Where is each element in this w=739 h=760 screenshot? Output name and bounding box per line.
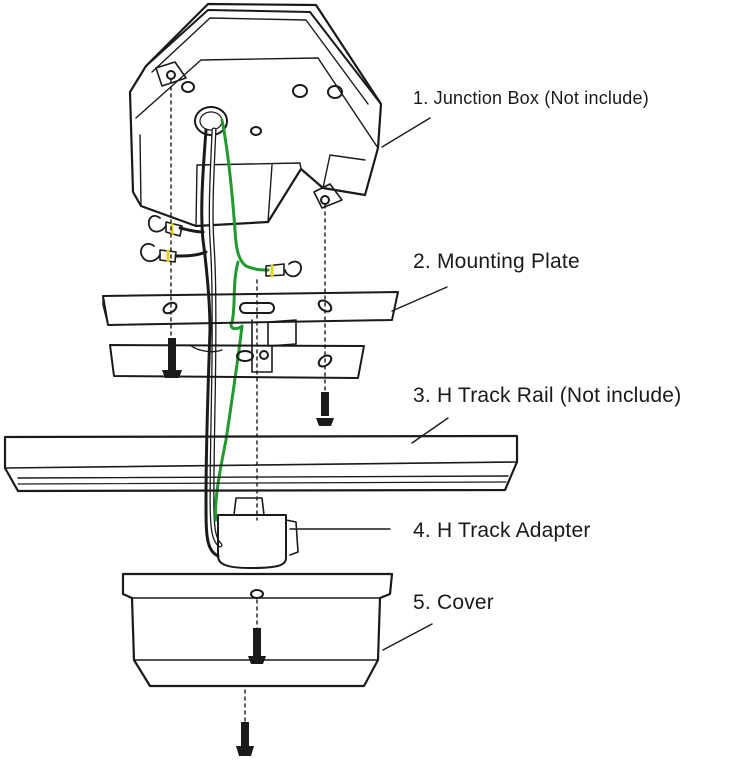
supply-wires	[174, 127, 223, 558]
label-h-track-adapter: 4. H Track Adapter	[413, 519, 591, 542]
cover	[121, 572, 394, 688]
wire-nut-lower	[140, 243, 177, 263]
alignment-lines	[170, 79, 326, 723]
label-junction-box: 1. Junction Box (Not include)	[413, 88, 649, 108]
label-cover: 5. Cover	[413, 591, 494, 614]
h-track-adapter	[217, 497, 299, 569]
screw-left	[162, 338, 182, 378]
screw-right	[316, 392, 334, 426]
wire-nut-ground	[265, 260, 302, 278]
screw-cover	[248, 628, 266, 664]
leader-lines	[289, 117, 449, 651]
mounting-plate	[102, 291, 399, 379]
h-track-rail	[3, 434, 519, 493]
screw-bottom	[236, 722, 254, 756]
junction-box	[128, 2, 383, 228]
label-h-track-rail: 3. H Track Rail (Not include)	[413, 384, 682, 407]
wire-nut-upper	[147, 215, 183, 237]
label-mounting-plate: 2. Mounting Plate	[413, 250, 580, 273]
ground-wire	[214, 118, 270, 522]
